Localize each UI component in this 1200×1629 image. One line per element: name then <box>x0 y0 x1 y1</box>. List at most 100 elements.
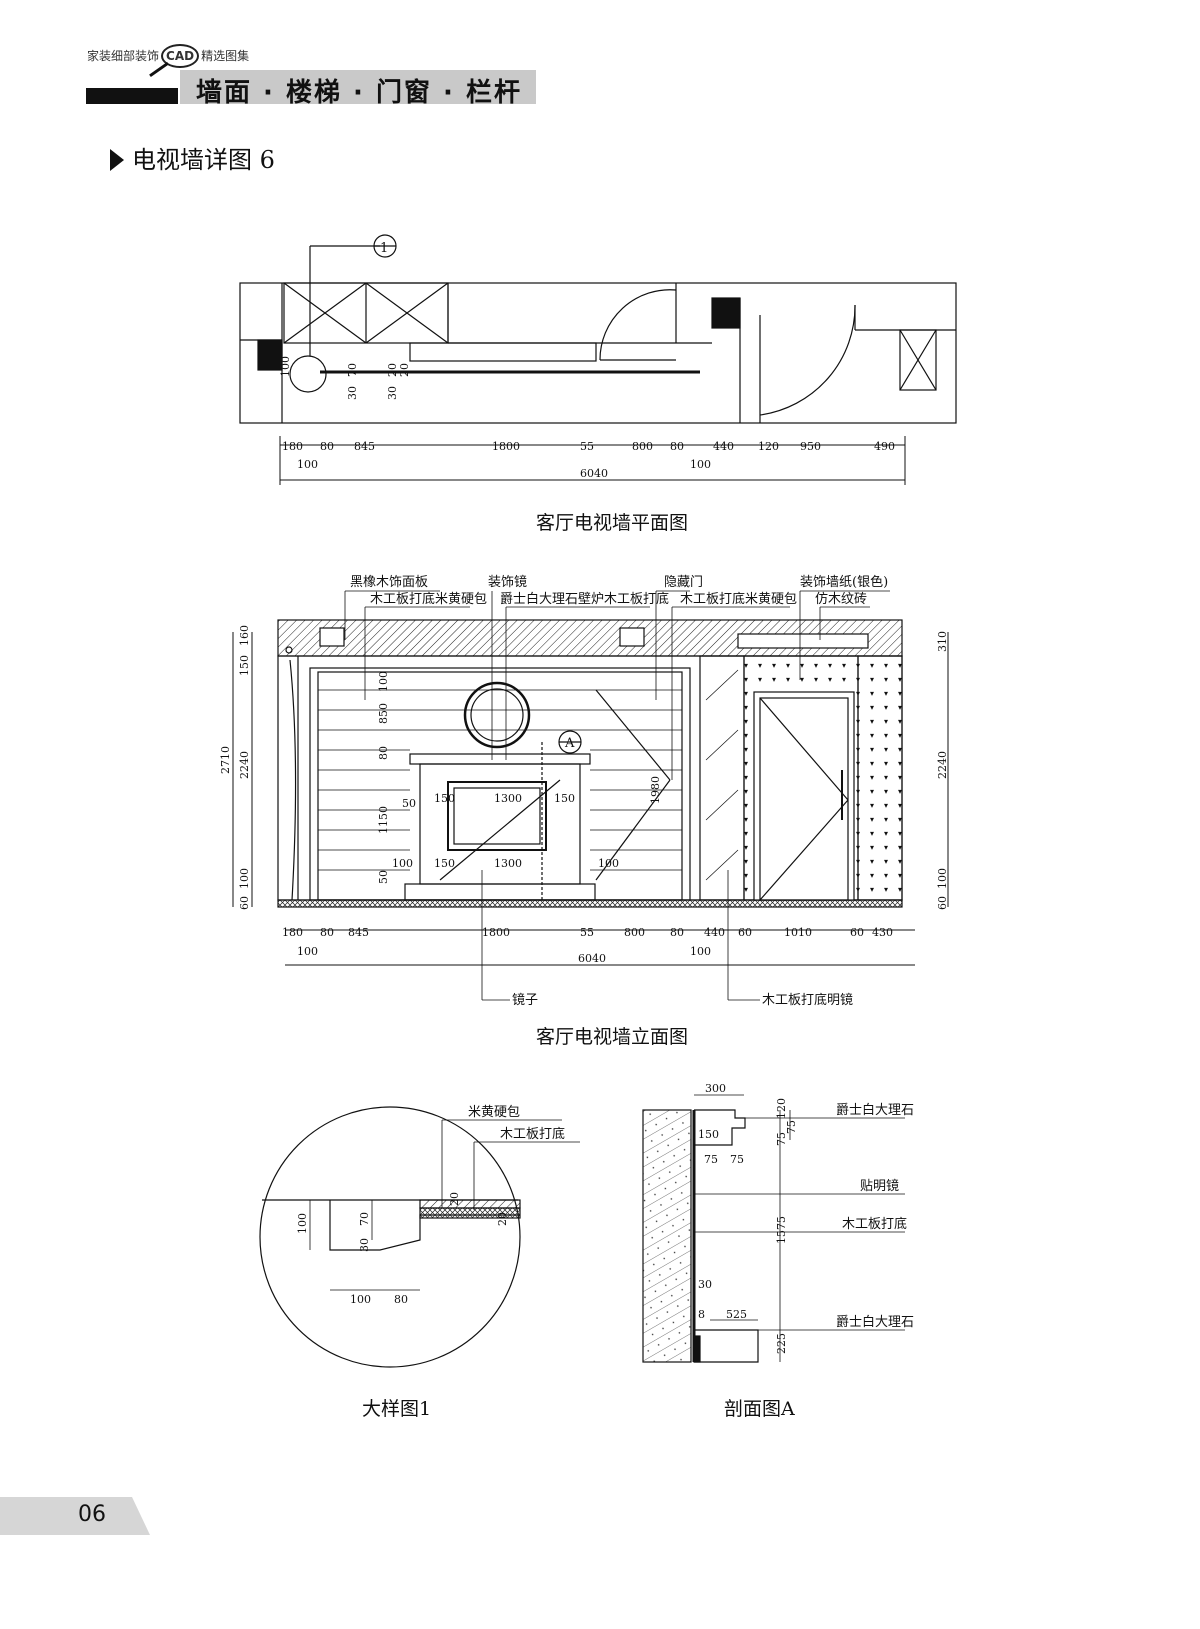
plan-vdim: 20 <box>398 363 411 377</box>
section-labels: 爵士白大理石 贴明镜 木工板打底 爵士白大理石 300 120 150 75 7… <box>698 1082 914 1354</box>
section-title: 电视墙详图 6 <box>110 140 275 175</box>
detail-dim: 100 <box>296 1213 309 1234</box>
elevation-dims-bottom: 180 80 845 1800 55 800 80 440 60 1010 60… <box>282 926 893 965</box>
elev-dim: 430 <box>872 926 893 939</box>
elevation-left-dims: 2710 160 150 2240 100 60 <box>219 625 251 910</box>
plan-dim: 120 <box>758 440 779 453</box>
plan-dim: 1800 <box>492 440 520 453</box>
series-prefix: 家装细部装饰 <box>87 49 160 63</box>
section-dim: 75 <box>704 1153 718 1166</box>
label-mirror-decor: 装饰镜 <box>488 575 527 590</box>
detail-label-board: 木工板打底 <box>500 1126 565 1142</box>
elevation-drawing <box>232 590 949 1001</box>
plan-caption: 客厅电视墙平面图 <box>536 512 689 534</box>
plan-vertical-dims: 100 70 30 20 30 20 <box>279 356 411 400</box>
elev-dim: 80 <box>670 926 684 939</box>
elev-inner-dim: 1980 <box>649 776 662 804</box>
section-dim: 75 <box>730 1153 744 1166</box>
elev-inner-dim: 80 <box>377 746 390 760</box>
label-wallpaper: 装饰墙纸(银色) <box>800 574 888 590</box>
elev-inner-dim: 150 <box>434 792 455 805</box>
plan-vdim: 100 <box>279 356 292 377</box>
section-dim: 75 <box>785 1120 798 1134</box>
plan-vdim: 30 <box>386 386 399 400</box>
elev-left-dim: 60 <box>238 896 251 910</box>
label-base-leather-1: 木工板打底米黄硬包 <box>370 591 487 607</box>
page-number: 06 <box>78 1502 106 1527</box>
section-caption: 剖面图A <box>724 1398 795 1420</box>
plan-drawing <box>239 234 957 424</box>
section-label-board: 木工板打底 <box>842 1216 907 1232</box>
label-mirror: 镜子 <box>512 993 538 1008</box>
elev-dim-total: 6040 <box>578 952 606 965</box>
elev-inner-dim: 1150 <box>377 806 390 834</box>
elevation-callout-symbol: A <box>564 736 575 751</box>
section-dim: 75 <box>775 1132 788 1146</box>
elev-dim: 440 <box>704 926 725 939</box>
elev-dim-sub: 100 <box>690 945 711 958</box>
plan-dim: 80 <box>320 440 334 453</box>
elev-inner-dim: 100 <box>377 671 390 692</box>
plan-dims-top: 180 80 845 1800 55 800 80 440 120 950 49… <box>282 440 895 480</box>
label-clear-mirror: 木工板打底明镜 <box>762 992 853 1008</box>
label-hidden-door: 隐藏门 <box>664 575 703 590</box>
plan-dim: 845 <box>354 440 375 453</box>
elev-inner-dim: 150 <box>434 857 455 870</box>
elevation-labels: 黑橡木饰面板 木工板打底米黄硬包 装饰镜 爵士白大理石壁炉木工板打底 隐藏门 木… <box>350 574 888 1008</box>
elev-left-dim: 150 <box>238 655 251 676</box>
plan-dimension-lines <box>279 436 906 485</box>
section-label-marble-bottom: 爵士白大理石 <box>836 1314 914 1330</box>
elev-inner-dim: 1300 <box>494 792 522 805</box>
elev-inner-dim: 50 <box>402 797 416 810</box>
plan-dim-total: 6040 <box>580 467 608 480</box>
label-base-leather-2: 木工板打底米黄硬包 <box>680 591 797 607</box>
elev-right-dim: 310 <box>936 631 949 652</box>
detail-label-leather: 米黄硬包 <box>468 1105 520 1120</box>
plan-vdim: 20 <box>386 363 399 377</box>
section-dim: 225 <box>775 1333 788 1354</box>
elev-dim: 60 <box>738 926 752 939</box>
plan-dim: 440 <box>713 440 734 453</box>
elev-inner-dim: 1300 <box>494 857 522 870</box>
elev-inner-dim: 850 <box>377 703 390 724</box>
elevation-right-dims: 310 2240 100 60 <box>936 631 949 910</box>
header-black-band <box>86 88 178 104</box>
label-panel: 黑橡木饰面板 <box>350 575 428 590</box>
section-dim: 8 <box>698 1308 705 1321</box>
plan-vdim: 70 <box>346 363 359 377</box>
section-dim: 120 <box>775 1098 788 1119</box>
plan-dim-sub: 100 <box>690 458 711 471</box>
detail-labels: 米黄硬包 木工板打底 100 70 30 20 100 80 20 <box>296 1105 565 1306</box>
elev-dim: 1010 <box>784 926 812 939</box>
section-dim: 150 <box>698 1128 719 1141</box>
elev-dim-sub: 100 <box>297 945 318 958</box>
detail-dim: 70 <box>358 1212 371 1226</box>
section-dim: 525 <box>726 1308 747 1321</box>
elev-right-dim: 60 <box>936 896 949 910</box>
arrow-icon <box>110 149 124 171</box>
label-fireplace: 爵士白大理石壁炉木工板打底 <box>500 591 669 607</box>
detail-caption: 大样图1 <box>362 1398 432 1420</box>
elev-dim: 55 <box>580 926 594 939</box>
plan-dim-sub: 100 <box>297 458 318 471</box>
chapter-title: 墙面 · 楼梯 · 门窗 · 栏杆 <box>196 78 522 108</box>
elev-inner-dim: 100 <box>598 857 619 870</box>
section-dim: 1575 <box>775 1216 788 1244</box>
elev-dim: 180 <box>282 926 303 939</box>
elev-inner-dim: 150 <box>554 792 575 805</box>
section-label-marble-top: 爵士白大理石 <box>836 1102 914 1118</box>
cad-badge: CAD <box>161 44 200 68</box>
plan-dim: 950 <box>800 440 821 453</box>
page-number-tab <box>0 1497 150 1535</box>
header-grey-band <box>180 70 536 104</box>
section-drawing <box>642 1094 905 1363</box>
plan-dim: 80 <box>670 440 684 453</box>
elevation-caption: 客厅电视墙立面图 <box>536 1026 689 1048</box>
elev-left-dim: 2240 <box>238 751 251 779</box>
section-label-mirror: 贴明镜 <box>860 1179 899 1194</box>
elev-dim: 80 <box>320 926 334 939</box>
section-dim: 300 <box>705 1082 726 1095</box>
detail-dim: 20 <box>448 1192 461 1206</box>
elev-dim: 845 <box>348 926 369 939</box>
